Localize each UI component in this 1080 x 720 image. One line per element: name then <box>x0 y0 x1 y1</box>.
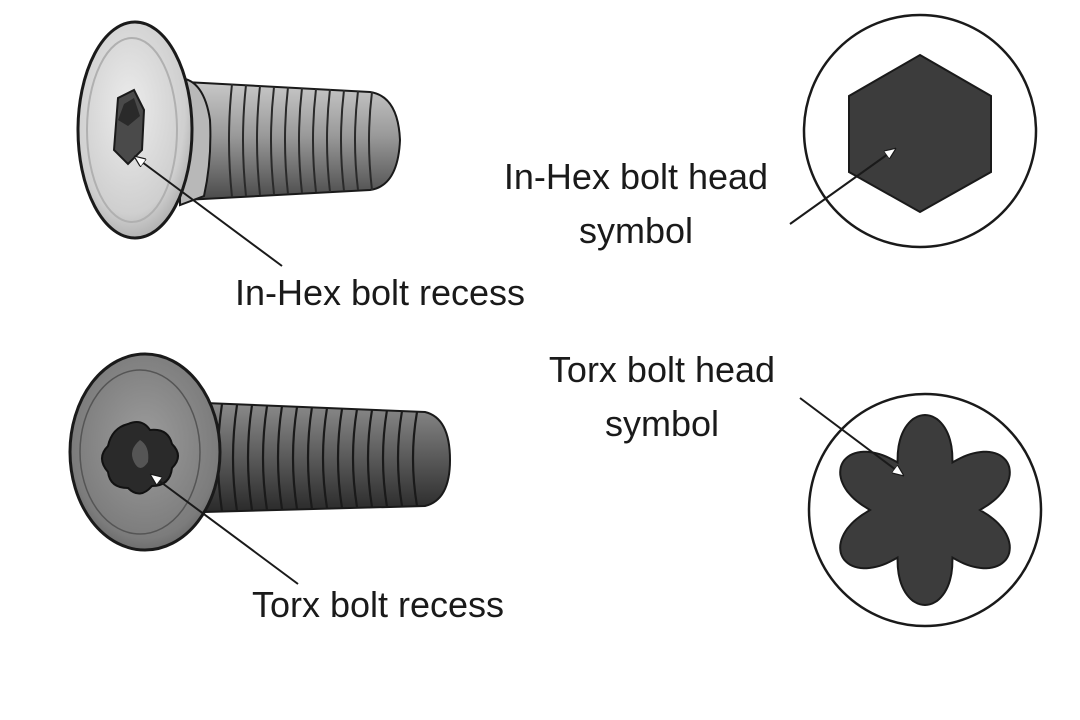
inhex-bolt-illustration <box>76 20 402 240</box>
inhex-recess-pointer <box>142 162 283 267</box>
inhex-symbol <box>802 13 1038 249</box>
torx-symbol-label-line1: Torx bolt head <box>549 349 775 390</box>
inhex-symbol-label-line1: In-Hex bolt head <box>504 156 768 197</box>
torx-symbol <box>807 392 1043 628</box>
torx-bolt-illustration <box>68 352 452 552</box>
torx-recess-pointer <box>158 480 299 585</box>
torx-recess-label: Torx bolt recess <box>252 584 504 625</box>
inhex-symbol-label-line2: symbol <box>579 210 693 251</box>
torx-symbol-pointer <box>799 397 896 470</box>
inhex-recess-label: In-Hex bolt recess <box>235 272 525 313</box>
torx-symbol-label-line2: symbol <box>605 403 719 444</box>
torx-star-shape <box>839 413 1011 607</box>
inhex-symbol-pointer <box>789 154 888 225</box>
hexagon-shape <box>848 53 992 214</box>
